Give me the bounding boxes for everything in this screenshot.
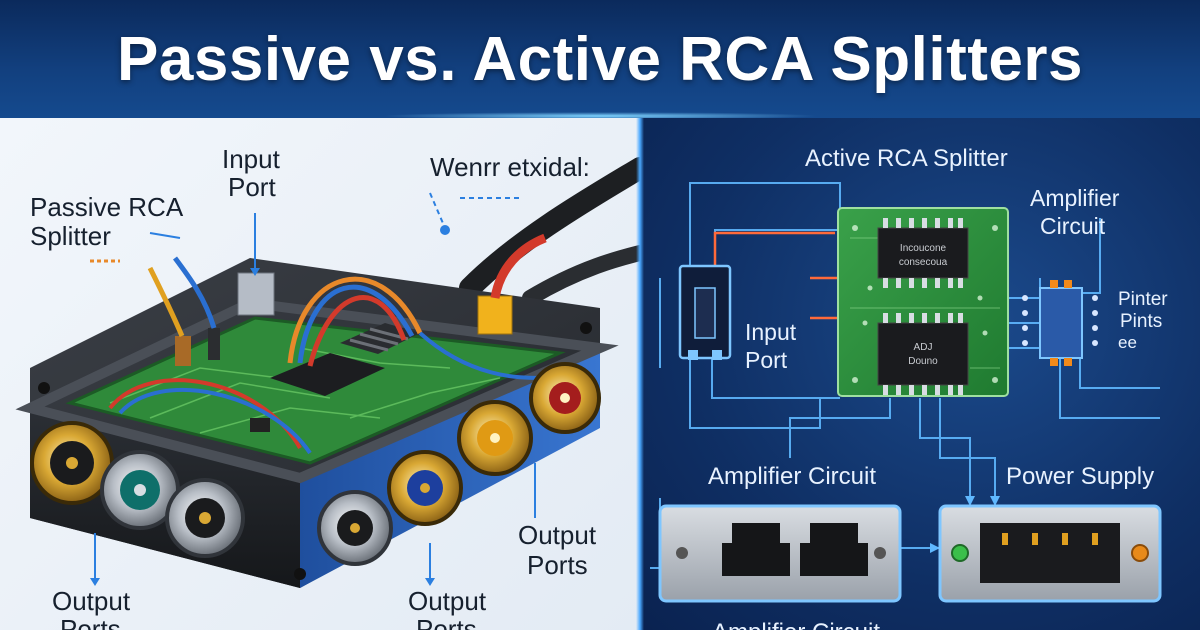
input-port-block [237, 272, 275, 316]
header-glow [380, 112, 820, 120]
small-chip [250, 418, 270, 432]
label-output-mid-2: Ports [416, 614, 477, 630]
rca-jack-gold [30, 421, 114, 505]
cable [459, 157, 640, 299]
wire-blue [297, 284, 415, 364]
label-amplifier-top-1: Amplifier [1030, 185, 1120, 211]
screw [580, 322, 592, 334]
label-output-center-2: Ports [527, 550, 588, 580]
label-wire: Wenrr etxidal: [430, 152, 590, 182]
rca-jack-silver [165, 478, 245, 558]
wire-yellow [147, 266, 185, 337]
power-socket [980, 523, 1120, 583]
label-amplifier-top-2: Circuit [1040, 213, 1106, 239]
chip-top-text-2: consecoua [899, 257, 948, 268]
page-title: Passive vs. Active RCA Splitters [117, 24, 1083, 94]
wire-blue [118, 388, 312, 455]
power-led-green [951, 544, 969, 562]
rca-jack-gold [387, 450, 463, 526]
cable [522, 245, 640, 306]
label-output-left-2: Ports [60, 614, 121, 630]
screw [38, 382, 50, 394]
screw [294, 568, 306, 580]
passive-illustration: Passive RCA Splitter Input Port Wenrr et… [15, 144, 640, 630]
header-banner: Passive vs. Active RCA Splitters [0, 0, 1200, 118]
label-pinter-2: Pints [1120, 311, 1162, 332]
power-led-orange [1131, 544, 1149, 562]
signal-line-red [713, 231, 835, 268]
label-output-center-1: Output [518, 520, 597, 550]
label-amplifier-bottom: Amplifier Circuit [708, 463, 876, 490]
label-power-supply: Power Supply [1006, 463, 1154, 490]
active-panel: Incoucone consecoua ADJ Douno [640, 118, 1200, 630]
label-input-2: Port [745, 347, 788, 373]
ic-chip-bottom [877, 322, 969, 386]
amplifier-chip [1039, 287, 1083, 359]
panel-divider [636, 118, 644, 630]
output-socket [800, 523, 868, 576]
label-input-1: Input [745, 319, 797, 345]
output-socket [722, 523, 790, 576]
active-schematic: Incoucone consecoua ADJ Douno [650, 145, 1168, 630]
wire-orange [287, 276, 423, 364]
wire-red [490, 233, 547, 299]
active-panel-title: Active RCA Splitter [805, 145, 1008, 172]
rca-jack-gold [457, 400, 533, 476]
label-pinter-3: ee [1118, 333, 1137, 352]
label-pinter-1: Pinter [1118, 289, 1168, 310]
capacitor [208, 328, 220, 360]
rca-jack-silver [100, 450, 180, 530]
wire-red [307, 295, 407, 367]
wire-blue [418, 331, 541, 380]
ic-chip-top [877, 227, 969, 279]
chip [270, 353, 385, 396]
label-passive-splitter-1: Passive RCA [30, 192, 184, 222]
chip-bottom-text-2: Douno [908, 356, 938, 367]
rca-jack-silver [317, 490, 393, 566]
rca-jack-gold [529, 362, 601, 434]
label-passive-splitter-2: Splitter [30, 221, 111, 251]
wire-blue [172, 256, 217, 329]
passive-panel: Passive RCA Splitter Input Port Wenrr et… [0, 118, 640, 630]
leader-dot [440, 225, 450, 235]
input-port-jack [694, 287, 716, 339]
label-amplifier-cut: Amplifier Circuit [712, 619, 880, 630]
label-output-left-1: Output [52, 586, 131, 616]
label-output-mid-1: Output [408, 586, 487, 616]
yellow-connector [477, 295, 513, 335]
chip-bottom-text-1: ADJ [914, 342, 933, 353]
capacitor [175, 336, 191, 366]
label-input-2: Port [228, 172, 276, 202]
label-input-1: Input [222, 144, 281, 174]
chip-top-text-1: Incoucone [900, 243, 947, 254]
